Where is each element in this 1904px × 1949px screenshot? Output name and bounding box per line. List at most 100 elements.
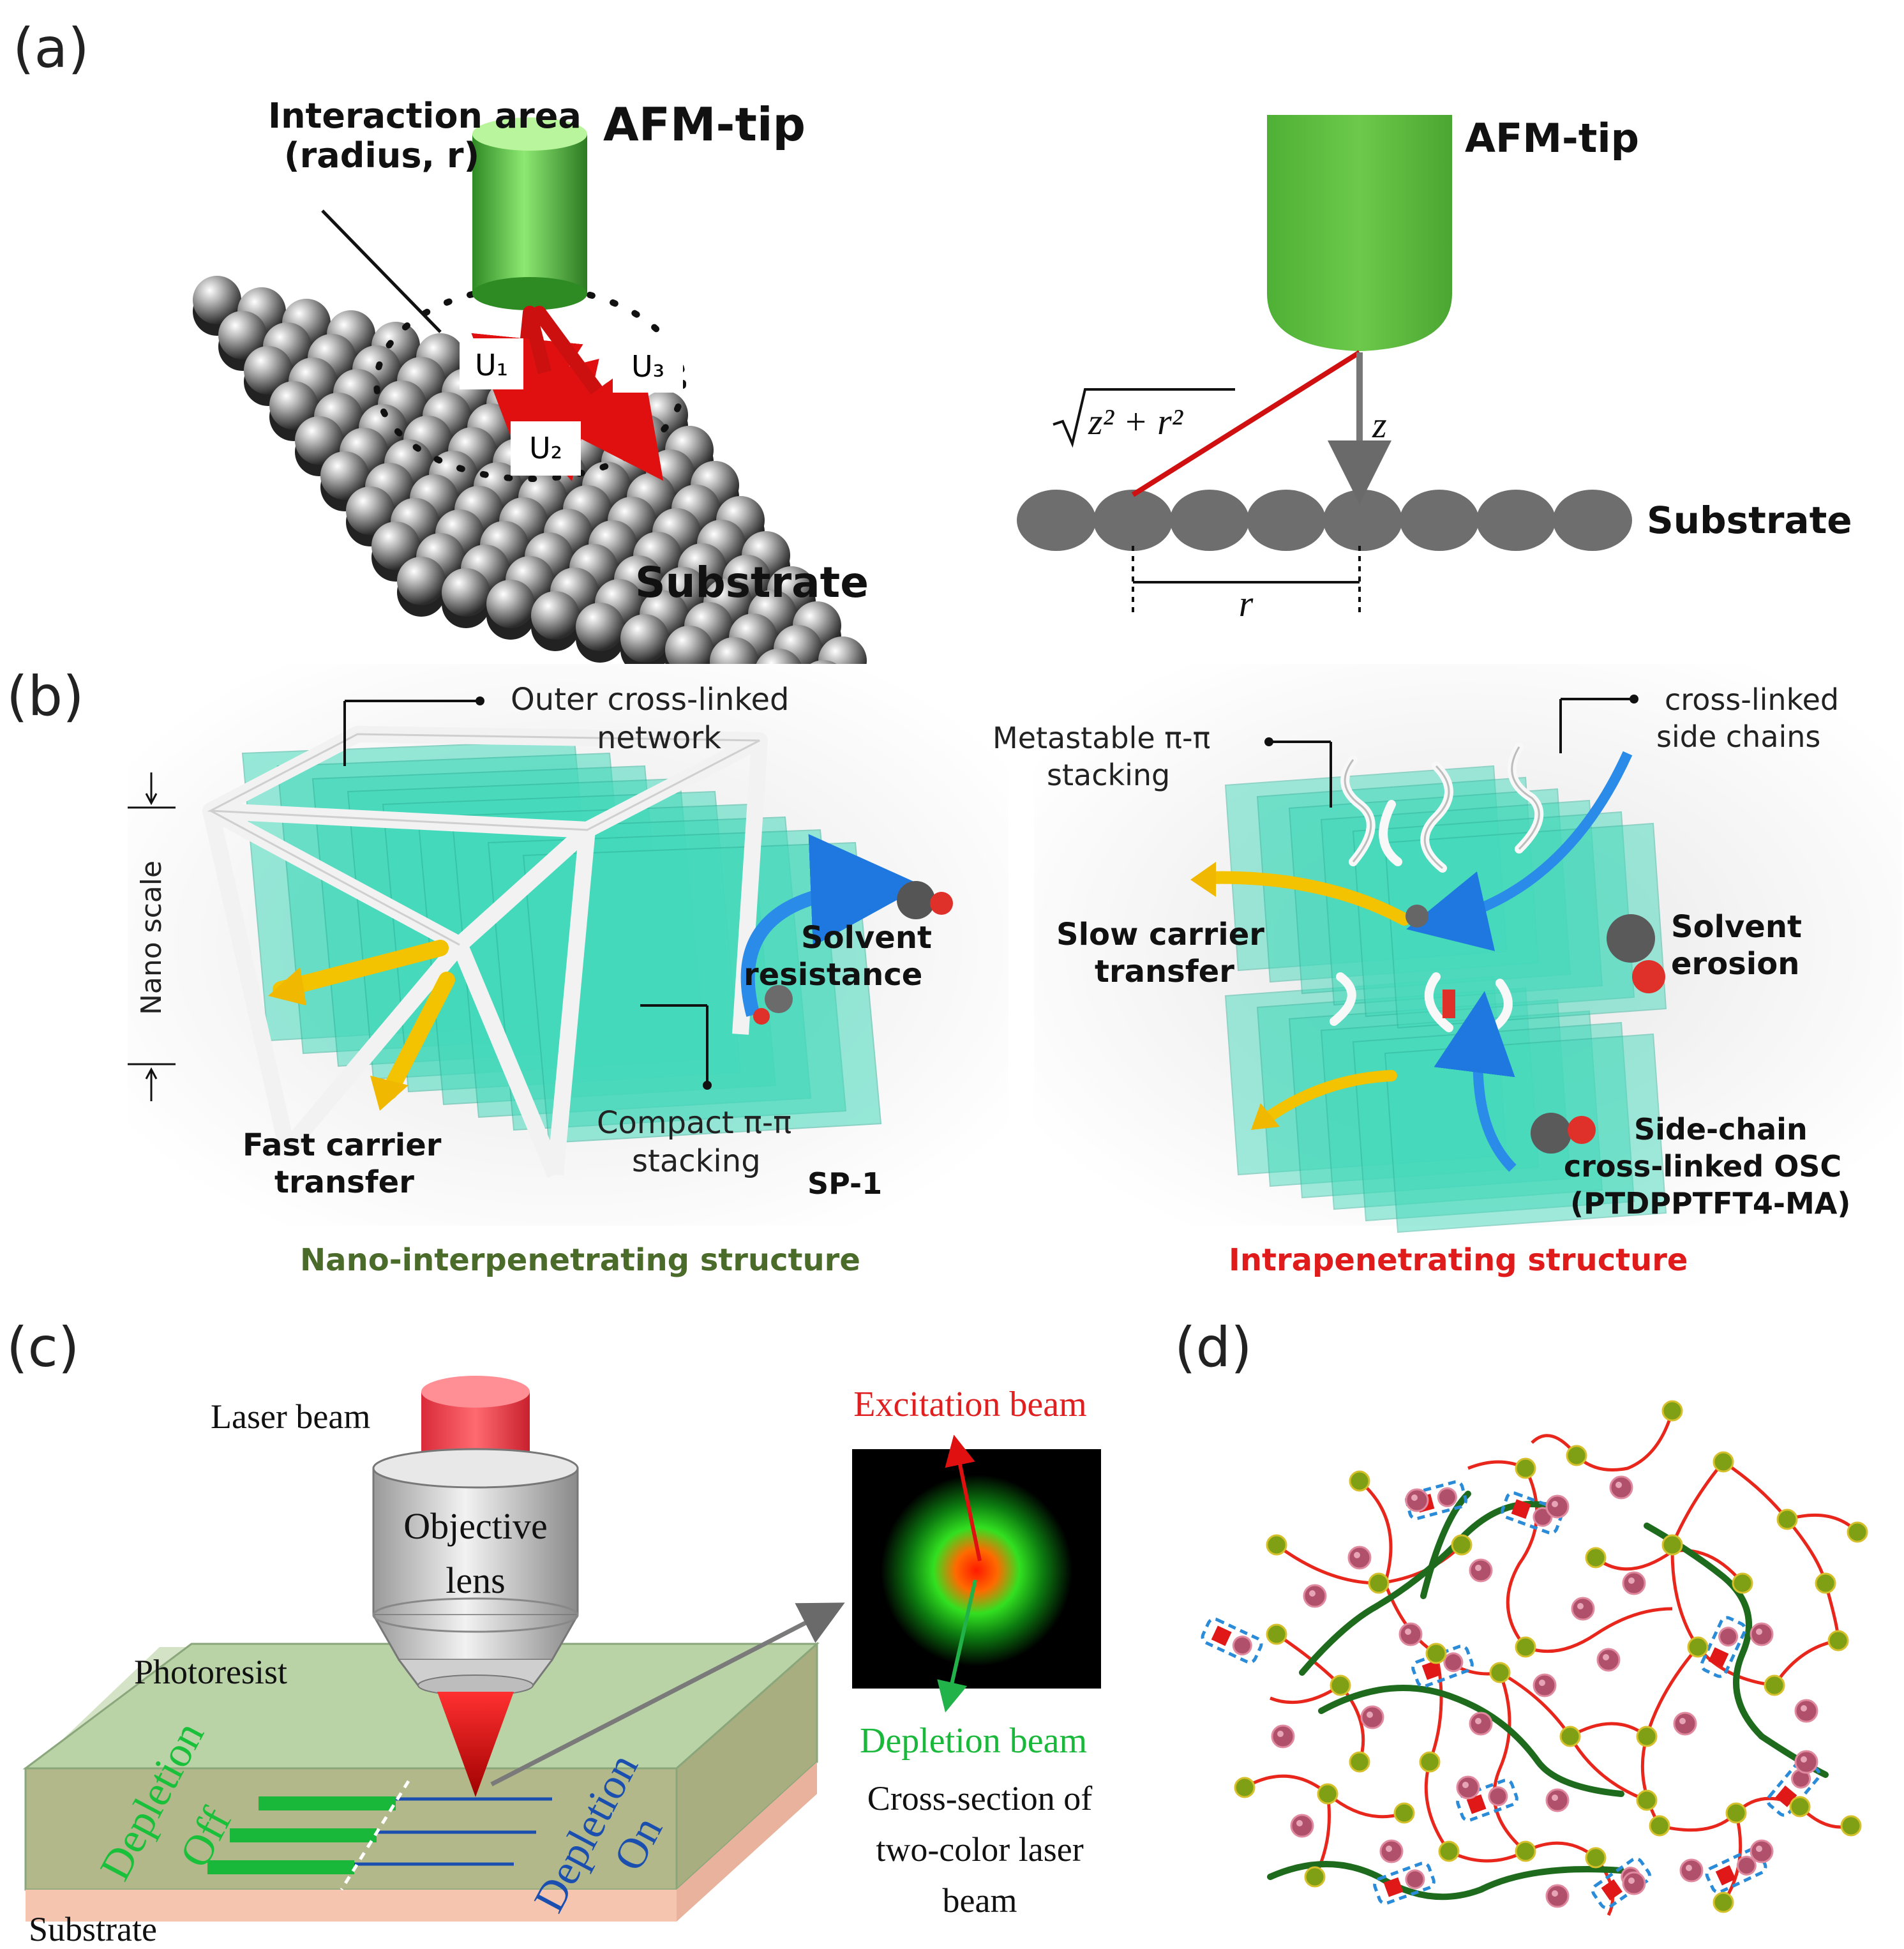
- sqrt-expression: z² + r²: [1088, 401, 1184, 442]
- sidechains-label-2: side chains: [1656, 719, 1820, 754]
- polymer-unit-highlight: [1277, 1731, 1284, 1737]
- polymer-unit-highlight: [1628, 1577, 1635, 1584]
- substrate-atom: [1093, 490, 1173, 551]
- crosslinker-node: [1847, 1521, 1868, 1543]
- polymer-unit-highlight: [1367, 1712, 1373, 1718]
- fast-carrier-label-2: transfer: [274, 1164, 414, 1200]
- slow-carrier-arrows: [1190, 862, 1411, 1130]
- substrate-sphere: [665, 626, 714, 674]
- substrate-atom: [1400, 490, 1479, 551]
- depletion-off-lines: [207, 1796, 396, 1874]
- polymer-unit-node: [1545, 1494, 1570, 1519]
- substrate-atom: [1170, 490, 1249, 551]
- crosslink-red-unit: [1715, 1865, 1736, 1886]
- slow-carrier-label-1: Slow carrier: [1056, 917, 1264, 952]
- interaction-arrows: [471, 306, 664, 482]
- u1-label: U₁: [475, 348, 508, 382]
- crosslinker-node: [1425, 1643, 1447, 1664]
- substrate-sphere: [442, 568, 490, 617]
- z-label: z: [1372, 404, 1387, 446]
- substrate-sphere: [486, 580, 535, 628]
- crosslinker-node: [1713, 1892, 1734, 1913]
- crosslinker-node: [1266, 1534, 1287, 1556]
- substrate-c-label: Substrate: [29, 1910, 157, 1948]
- crosslink-pink-unit: [1443, 1652, 1464, 1673]
- crosslinker-node: [1725, 1802, 1747, 1824]
- caption-right: Intrapenetrating structure: [1229, 1242, 1688, 1278]
- solvent-erosion-label-1: Solvent: [1671, 909, 1802, 945]
- crosslinker-node: [1585, 1547, 1607, 1569]
- substrate-atom: [1247, 490, 1326, 551]
- crosslink-red-unit: [1421, 1660, 1442, 1680]
- depletion-arrow: [937, 1579, 977, 1713]
- osc-label-3: (PTDPPTFT4-MA): [1570, 1186, 1850, 1221]
- polymer-unit-highlight: [1801, 1756, 1807, 1763]
- crosslink-red-unit: [1601, 1879, 1623, 1901]
- substrate-sphere: [397, 557, 446, 605]
- panel-d-label: (d): [1174, 1316, 1252, 1380]
- crosslink-pink-unit: [1736, 1855, 1757, 1876]
- substrate-sphere: [371, 522, 420, 570]
- crosslinker-node: [1636, 1789, 1658, 1811]
- panel-a-label: (a): [13, 17, 89, 80]
- polymer-unit-highlight: [1411, 1494, 1418, 1501]
- substrate-sphere: [320, 451, 369, 500]
- crosslinker-node: [1349, 1751, 1370, 1773]
- crosslink-pink-unit: [1718, 1627, 1739, 1647]
- metastable-label-1: Metastable π-π: [993, 721, 1210, 755]
- depletion-on-lines: [354, 1797, 552, 1866]
- nano-scale-up-arrow: [145, 1067, 158, 1101]
- osc-label-2: cross-linked OSC: [1564, 1149, 1841, 1184]
- interaction-radius-label: (radius, r): [284, 135, 479, 176]
- polymer-unit-highlight: [1296, 1820, 1303, 1826]
- polymer-unit-highlight: [1679, 1718, 1686, 1724]
- polymer-unit-node: [1673, 1712, 1697, 1736]
- crosslink-red-unit: [1708, 1647, 1729, 1668]
- outer-network-label-2: network: [597, 720, 721, 756]
- panel-b: (b): [6, 664, 1902, 1278]
- polymer-unit-highlight: [1386, 1846, 1392, 1852]
- substrate-sphere: [218, 311, 267, 359]
- solvent-resistance-arrow: [740, 834, 923, 1017]
- crosslink-pink-unit: [1488, 1786, 1508, 1807]
- depletion-beam-label: Depletion beam: [860, 1721, 1087, 1761]
- afm-tip-label: AFM-tip: [603, 98, 806, 151]
- crosslinker-node: [1776, 1509, 1798, 1530]
- crosslink-box: [1201, 1617, 1263, 1664]
- crosslink-box: [1411, 1644, 1474, 1688]
- panel-c: (c): [6, 1316, 1101, 1948]
- substrate-right-label: Substrate: [1647, 499, 1852, 542]
- crosslinker-node: [1840, 1815, 1862, 1837]
- distance-line: [1131, 350, 1361, 497]
- interaction-area-label: Interaction area: [268, 96, 581, 136]
- crosslinker-node: [1732, 1572, 1753, 1594]
- polymer-unit-highlight: [1615, 1482, 1622, 1488]
- polymer-unit-node: [1271, 1724, 1295, 1749]
- outer-network-label-1: Outer cross-linked: [511, 682, 790, 718]
- polymer-unit-highlight: [1801, 1705, 1807, 1712]
- polymer-unit-highlight: [1475, 1718, 1481, 1724]
- polymer-unit-node: [1545, 1788, 1570, 1812]
- crosslink-box: [1456, 1779, 1518, 1822]
- crosslinker-node: [1304, 1866, 1326, 1888]
- polymer-unit-highlight: [1552, 1501, 1558, 1507]
- crosslinker-node: [1713, 1451, 1734, 1473]
- substrate-sphere: [620, 614, 669, 663]
- polymer-unit-node: [1750, 1622, 1774, 1646]
- interaction-leader-line: [321, 209, 442, 333]
- crosslinker-node: [1317, 1783, 1338, 1805]
- slow-carrier-label-2: transfer: [1095, 954, 1234, 990]
- polymer-unit-node: [1794, 1750, 1818, 1774]
- metastable-label-2: stacking: [1047, 758, 1170, 792]
- panel-c-label: (c): [6, 1316, 79, 1380]
- side-chain-arrow: [1434, 991, 1517, 1172]
- crosslink-red-unit: [1466, 1794, 1487, 1814]
- crosslinker-node: [1815, 1572, 1836, 1594]
- substrate-label: Substrate: [635, 558, 869, 607]
- polymer-unit-node: [1679, 1858, 1704, 1883]
- crosslinker-node: [1585, 1847, 1607, 1869]
- cross-section-label-3: beam: [943, 1881, 1017, 1920]
- zoom-arrow: [490, 1602, 845, 1787]
- polymer-unit-node: [1533, 1673, 1557, 1697]
- polymer-unit-highlight: [1628, 1878, 1635, 1884]
